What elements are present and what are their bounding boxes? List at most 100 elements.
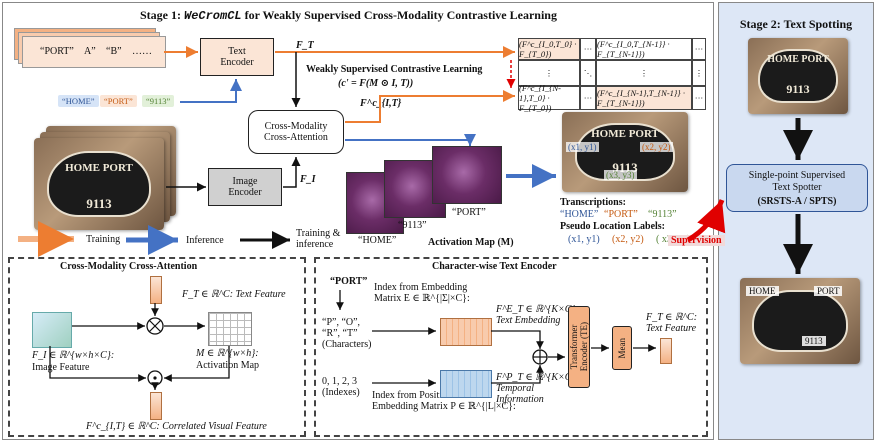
cca-detail-title: Cross-Modality Cross-Attention [60,261,198,272]
matrix-cell-00: (F^c_{I_0,T_0} · F_{T_0}) [518,38,580,60]
matrix-cell-dots-h-bottom: ··· [580,86,596,110]
cte-detail-panel [314,257,708,437]
coord-c: (x3, y3) [604,170,637,180]
matrix-cell-dots-h-top: ··· [580,38,596,60]
cte-transformer-box: Transformer Encoder (TE) [568,306,590,388]
weak-supervision-label: Weakly Supervised Contrastive Learning [306,64,483,75]
cca-m-label: M ∈ ℝ^{w×h}: [196,348,259,359]
cte-mean-label: Mean [617,337,627,359]
coord-b: (x2, y2) [640,142,673,152]
spotter-box: Single-point Supervised Text Spotter (SR… [726,164,868,212]
pseudo-location-label: Pseudo Location Labels: [560,221,666,232]
act-label-port: “PORT” [452,207,486,218]
fit-label: F^c_{I,T} [360,98,402,109]
cca-activation-grid [208,312,252,346]
text-card-ellipsis: …… [132,46,152,57]
activation-map-port [432,146,502,204]
matrix-cell-dots-h-bottom-end: ··· [692,86,706,110]
similarity-matrix: (F^c_{I_0,T_0} · F_{T_0}) ··· (F^c_{I_0,… [518,38,706,113]
cte-positional-block [440,370,492,398]
legend-inference-label: Inference [186,235,224,246]
transcriptions-label: Transcriptions: [560,197,626,208]
matrix-cell-dots-d: ⋱ [580,60,596,86]
pseudo-labelled-image: HOME PORT 9113 (x1, y1) (x2, y2) (x3, y3… [562,112,688,192]
cte-transformer-label: Transformer Encoder (TE) [569,322,589,372]
cca-correlated-feature-bar [150,392,162,420]
query-chip-9113: “9113” [142,95,175,107]
transcription-port: “PORT” [604,209,638,220]
text-card-stack: “PORT” A” “B” …… [14,28,166,68]
transcription-home: “HOME” [560,209,599,220]
cca-m-label2: Activation Map [196,360,260,371]
cross-attention-box: Cross-Modality Cross-Attention [248,110,344,154]
pseudo-location-b: (x2, y2) [612,234,644,245]
text-encoder-box: Text Encoder [200,38,274,76]
stage1-title-rest: for Weakly Supervised Cross-Modality Con… [241,8,557,22]
legend-both-label: Training & inference [296,228,341,250]
stage1-title: Stage 1: WeCromCL for Weakly Supervised … [140,8,700,23]
cte-idx-pos-label: Index from Positional Embedding Matrix P… [372,390,516,412]
matrix-cell-dots-v-right: ⋮ [596,60,692,86]
stage2-sign-number: 9113 [786,82,810,96]
stage2-title: Stage 2: Text Spotting [739,17,853,31]
act-label-home: “HOME” [358,235,397,246]
cca-fi-label: F_I ∈ ℝ^{w×h×C}: [32,350,115,361]
input-image: HOME PORT 9113 [34,138,164,230]
cca-fi-label2: Image Feature [32,362,90,373]
matrix-cell-dots-v-end: ⋮ [692,60,706,86]
spotter-method-name: (SRSTS-A / SPTS) [757,195,837,207]
spotter-label: Single-point Supervised Text Spotter [748,169,846,193]
pseudo-image-sign-text: HOME PORT [591,128,659,140]
legend-training-label: Training [86,234,121,245]
cte-port-label: “PORT” [330,276,368,287]
cca-fc-label: F^c_{I,T} ∈ ℝ^C: Correlated Visual Featu… [86,421,267,432]
coord-a: (x1, y1) [566,142,599,152]
weak-supervision-formula: (c' = F(M ⊙ I, T)) [338,78,414,89]
pseudo-location-a: (x1, y1) [568,234,600,245]
cte-idx-embed-label: Index from Embedding Matrix E ∈ ℝ^{|Σ|×C… [374,282,470,304]
cross-attention-label: Cross-Modality Cross-Attention [264,121,328,143]
cca-text-feature-bar [150,276,162,304]
act-label-9113: “9113” [398,220,427,231]
cte-chars-label: “P”, “O”, “R”, “T” (Characters) [322,317,372,350]
cca-detail-panel [8,257,306,437]
cca-image-feature-cube [32,312,72,348]
result-label-9113: 9113 [802,336,826,346]
cte-ft-out-label: F_T ∈ ℝ^C: Text Feature [646,312,698,334]
query-chip-port: “PORT” [100,95,137,107]
supervision-label: Supervision [668,235,725,246]
result-label-port: PORT [814,286,843,296]
image-encoder-label: Image Encoder [228,176,262,198]
stage2-sign-text: HOME PORT [767,54,829,65]
activation-map-caption: Activation Map (M) [428,237,514,248]
ft-label: F_T [296,40,314,51]
stage1-title-prefix: Stage 1: [140,8,184,22]
matrix-cell-01: (F^c_{I_0,T_{N-1}} · F_{T_{N-1}}) [596,38,692,60]
result-label-home: HOME [746,286,779,296]
query-chip-home: “HOME” [58,95,99,107]
cte-mean-box: Mean [612,326,632,370]
matrix-cell-dots-v-left: ⋮ [518,60,580,86]
cte-detail-title: Character-wise Text Encoder [432,261,557,272]
cte-ft-out-bar [660,338,672,364]
image-encoder-box: Image Encoder [208,168,282,206]
input-image-sign-number: 9113 [86,196,112,211]
stage2-output-image: HOME PORT 9113 [740,278,860,364]
matrix-cell-dots-h-top-end: ··· [692,38,706,60]
stage1-title-method: WeCromCL [184,9,242,23]
text-card-b: “B” [106,46,122,57]
text-encoder-label: Text Encoder [220,46,254,68]
cte-indexes-label: 0, 1, 2, 3 (Indexes) [322,376,360,398]
cca-ft-label: F_T ∈ ℝ^C: Text Feature [182,289,286,300]
transcription-9113: “9113” [648,209,677,220]
matrix-cell-11: (F^c_{I_{N-1},T_{N-1}} · F_{T_{N-1}}) [596,86,692,110]
matrix-cell-10: (F^c_{I_{N-1},T_0} · F_{T_0}) [518,83,580,113]
text-card-port: “PORT” [40,46,74,57]
cte-text-embed-label: F^E_T ∈ ℝ^{K×C}: Text Embedding [496,304,579,326]
stage2-input-image: HOME PORT 9113 [748,38,848,114]
fi-label: F_I [300,174,316,185]
input-image-sign-text: HOME PORT [65,162,133,174]
text-card-a: A” [84,46,96,57]
cte-embedding-block [440,318,492,346]
